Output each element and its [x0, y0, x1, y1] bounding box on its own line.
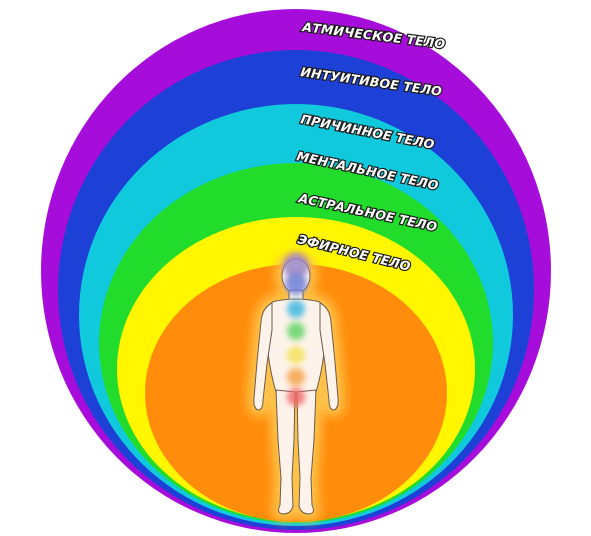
figure-body-part — [253, 302, 273, 411]
chakra-throat-icon — [287, 300, 305, 318]
figure-body-part — [266, 298, 326, 393]
chakra-solar-plexus-icon — [287, 346, 305, 364]
chakra-crown-icon — [283, 253, 309, 279]
chakra-heart-icon — [287, 322, 305, 340]
chakra-root-icon — [287, 388, 305, 406]
chakra-sacral-icon — [287, 368, 305, 386]
chakra-third-eye-icon — [285, 273, 307, 295]
figure-body-part — [296, 389, 317, 515]
chakras-group — [283, 253, 309, 406]
figure-body-part — [275, 389, 296, 515]
figure-body-part — [319, 302, 339, 411]
